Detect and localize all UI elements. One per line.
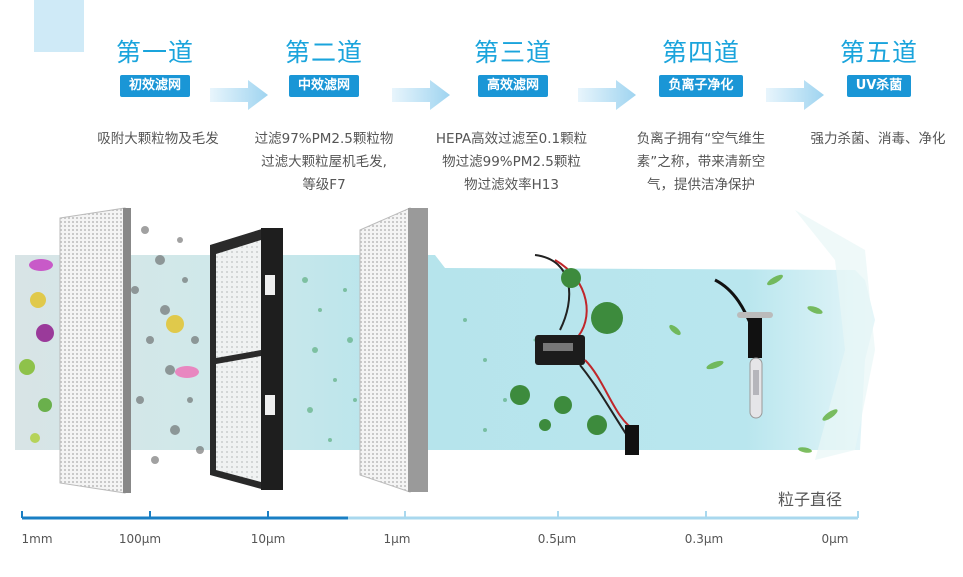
stage-4-badge: 负离子净化 <box>659 75 743 97</box>
scale-tick-label: 100μm <box>118 532 162 546</box>
stage-5-description: 强力杀菌、消毒、净化 <box>798 128 958 151</box>
stage-5-badge: UV杀菌 <box>846 75 912 97</box>
primary-filter <box>59 207 131 494</box>
stage-5-title: 第五道 <box>839 38 918 67</box>
stage-3: 第三道 高效滤网 <box>448 38 578 97</box>
arrow-right-icon <box>210 80 268 110</box>
stage-3-title: 第三道 <box>473 38 552 67</box>
stage-1: 第一道 初效滤网 <box>90 38 220 97</box>
stage-1-badge: 初效滤网 <box>119 75 190 97</box>
stage-2-badge: 中效滤网 <box>288 75 359 97</box>
desc-line: 物过滤99%PM2.5颗粒 <box>442 154 581 170</box>
stage-3-description: HEPA高效过滤至0.1颗粒 物过滤99%PM2.5颗粒 物过滤效率H13 <box>424 128 599 197</box>
medium-filter <box>210 228 283 490</box>
arrow-right-icon <box>392 80 450 110</box>
corner-decoration <box>34 0 84 52</box>
scale-tick-label: 0μm <box>821 532 849 546</box>
arrow-right-icon <box>578 80 636 110</box>
stage-3-badge: 高效滤网 <box>477 75 548 97</box>
ionizer-device <box>510 254 639 455</box>
desc-line: 等级F7 <box>302 177 346 193</box>
stage-2-title: 第二道 <box>284 38 363 67</box>
stage-4-title: 第四道 <box>661 38 740 67</box>
desc-line: 吸附大颗粒物及毛发 <box>97 131 219 147</box>
green-particles <box>302 277 537 442</box>
particle-diameter-label: 粒子直径 <box>778 490 843 509</box>
scale-tick-label: 1μm <box>383 532 411 546</box>
scale-tick-label: 0.3μm <box>684 532 724 546</box>
particle-size-scale: 1mm 100μm 10μm 1μm 0.5μm 0.3μm 0μm <box>0 505 963 577</box>
desc-line: 强力杀菌、消毒、净化 <box>810 131 946 147</box>
filtration-illustration <box>15 207 875 494</box>
stage-5: 第五道 UV杀菌 <box>814 38 944 97</box>
arrow-right-icon <box>766 80 824 110</box>
desc-line: 过滤大颗粒屋机毛发, <box>261 154 387 170</box>
desc-line: HEPA高效过滤至0.1颗粒 <box>435 131 588 147</box>
scale-tick-label: 0.5μm <box>537 532 577 546</box>
scale-bar <box>21 511 859 520</box>
airflow-stream <box>15 255 875 450</box>
stage-4: 第四道 负离子净化 <box>636 38 766 97</box>
desc-line: 气，提供洁净保护 <box>647 177 755 193</box>
scale-tick-label: 1mm <box>21 532 53 546</box>
stage-1-title: 第一道 <box>115 38 194 67</box>
scale-tick-label: 10μm <box>250 532 286 546</box>
desc-line: 负离子拥有“空气维生 <box>636 131 766 147</box>
germ-icons <box>19 259 199 443</box>
stage-4-description: 负离子拥有“空气维生 素”之称，带来清新空 气，提供洁净保护 <box>616 128 786 197</box>
desc-line: 过滤97%PM2.5颗粒物 <box>254 131 394 147</box>
stage-2: 第二道 中效滤网 <box>259 38 389 97</box>
stage-1-description: 吸附大颗粒物及毛发 <box>78 128 238 151</box>
desc-line: 物过滤效率H13 <box>464 177 559 193</box>
uv-lamp <box>714 278 773 419</box>
leaf-decorations <box>669 274 838 453</box>
stage-2-description: 过滤97%PM2.5颗粒物 过滤大颗粒屋机毛发, 等级F7 <box>244 128 404 197</box>
desc-line: 素”之称，带来清新空 <box>636 154 766 170</box>
hepa-filter <box>359 207 428 493</box>
airflow-swirl <box>795 210 875 460</box>
